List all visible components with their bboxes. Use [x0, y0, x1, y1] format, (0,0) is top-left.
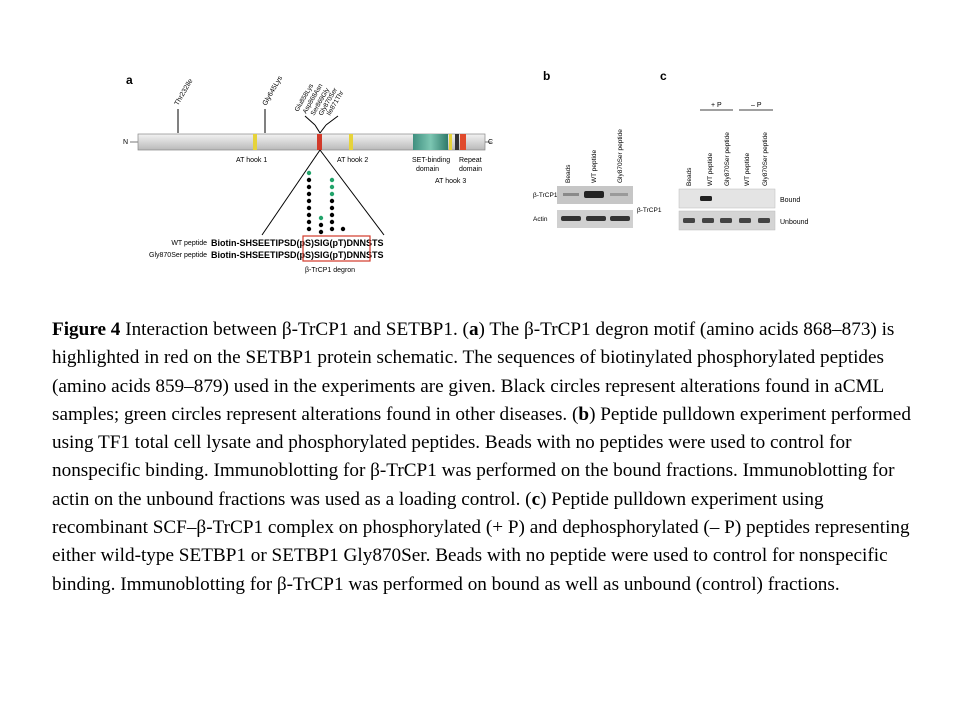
at-hook-3-label: AT hook 3 — [435, 178, 466, 185]
panel-a: a Thr232Ile Gly645Lys Glu858Lys Asp868As… — [123, 73, 493, 274]
degron-label: β-TrCP1 degron — [305, 267, 355, 274]
btrcp1-faint — [563, 193, 579, 196]
mutation-label: Gly645Lys — [262, 75, 285, 107]
panel-a-label: a — [126, 73, 133, 87]
actin-band — [561, 216, 581, 221]
caption-text: ) The β-TrCP1 degron motif (amino acids … — [52, 319, 895, 425]
gly870ser-peptide-label: Gly870Ser peptide — [149, 252, 207, 259]
repeat-domain-dark-box — [455, 134, 459, 150]
unbound-label: Unbound — [780, 219, 809, 226]
c-terminus-label: C — [488, 139, 493, 146]
plus-p-label: + P — [711, 102, 722, 109]
bound-label: Bound — [780, 197, 800, 204]
mutation-circles — [306, 170, 346, 235]
lane-label: Beads — [686, 167, 693, 186]
lane-label: WT peptide — [744, 152, 751, 186]
caption-text: ) Peptide pulldown experiment using reco… — [52, 488, 910, 595]
lane-label: Gly870Ser peptide — [617, 129, 624, 183]
green-circles — [306, 170, 335, 221]
at-hook-1-box — [253, 134, 257, 150]
bound-band — [700, 196, 712, 201]
lane-label: Gly870Ser peptide — [762, 132, 769, 186]
figure-4-panels: a Thr232Ile Gly645Lys Glu858Lys Asp868As… — [123, 69, 809, 274]
panel-c: c + P – P Beads WT peptide Gly870Ser pep… — [637, 69, 809, 231]
mutation-stems — [177, 109, 339, 134]
at-hook-1-label: AT hook 1 — [236, 157, 267, 164]
minus-p-label: – P — [751, 102, 762, 109]
set-binding-domain-box — [413, 134, 448, 150]
repeat-domain-label: Repeat — [459, 157, 482, 164]
at-hook-3-box — [449, 134, 452, 150]
caption-panel-ref: a — [468, 319, 479, 340]
degron-highlight-box — [302, 235, 371, 262]
repeat-domain-box — [460, 134, 466, 150]
bound-blot-c — [678, 188, 776, 209]
repeat-domain-label-2: domain — [459, 166, 482, 173]
mutation-label: Thr232Ile — [174, 78, 195, 107]
wt-peptide-sequence: Biotin-SHSEETIPSD(pS)SIG(pT)DNNSTS — [211, 238, 384, 248]
caption-panel-ref: c — [531, 488, 541, 510]
caption-text: Interaction between β-TrCP1 and SETBP1. … — [120, 319, 469, 340]
figure-number: Figure 4 — [52, 319, 121, 340]
set-binding-label-2: domain — [416, 166, 439, 173]
unbound-band — [758, 218, 770, 223]
wt-peptide-label: WT peptide — [171, 240, 207, 247]
unbound-band — [720, 218, 732, 223]
btrcp1-band — [584, 191, 604, 198]
n-terminus-label: N — [123, 139, 128, 146]
figure-caption: Figure 4 Interaction between β-TrCP1 and… — [52, 316, 912, 599]
degron-box — [317, 134, 322, 150]
at-hook-2-box — [349, 134, 353, 150]
lane-label: WT peptide — [591, 149, 598, 183]
blot-row-label: β-TrCP1 — [637, 207, 662, 214]
lane-label: Gly870Ser peptide — [724, 132, 731, 186]
gly870ser-peptide-sequence: Biotin-SHSEETIPSD(pS)SIG(pT)DNNSTS — [211, 250, 384, 260]
panel-b-label: b — [543, 69, 550, 83]
actin-band — [610, 216, 630, 221]
unbound-band — [683, 218, 695, 223]
lane-label: Beads — [565, 164, 572, 183]
blot-row-label: β-TrCP1 — [533, 192, 558, 199]
caption-panel-ref: b — [578, 403, 590, 425]
unbound-band — [702, 218, 714, 223]
set-binding-label: SET-binding — [412, 157, 450, 164]
blot-row-label: Actin — [533, 216, 548, 223]
lane-label: WT peptide — [707, 152, 714, 186]
unbound-band — [739, 218, 751, 223]
panel-c-label: c — [660, 69, 667, 83]
actin-band — [586, 216, 606, 221]
panel-b: b Beads WT peptide Gly870Ser peptide β-T… — [533, 69, 633, 228]
caption-text: ) Peptide pulldown experiment performed … — [52, 403, 911, 510]
black-circles — [306, 177, 346, 235]
btrcp1-faint — [610, 193, 628, 196]
at-hook-2-label: AT hook 2 — [337, 157, 368, 164]
